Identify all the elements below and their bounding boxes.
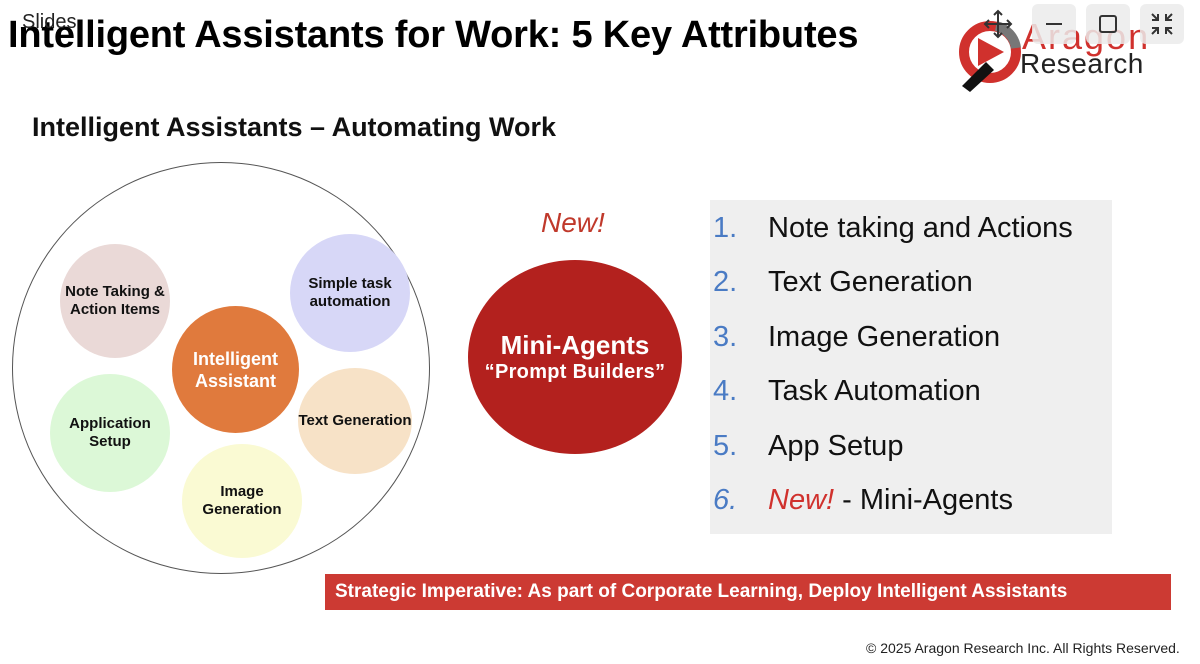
list-number: 4. <box>713 375 738 407</box>
copyright-text: © 2025 Aragon Research Inc. All Rights R… <box>866 640 1180 656</box>
logo-text-research: Research <box>1020 48 1144 79</box>
fullscreen-button[interactable] <box>1140 4 1184 44</box>
mini-agents-subtitle: “Prompt Builders” <box>484 361 666 383</box>
list-item: 4. Task Automation <box>710 375 1112 415</box>
list-text: New! - Mini-Agents <box>768 484 1013 517</box>
list-text: Note taking and Actions <box>768 212 1073 244</box>
slide-subtitle: Intelligent Assistants – Automating Work <box>32 112 557 142</box>
bubble-intelligent-assistant: Intelligent Assistant <box>172 306 299 433</box>
mini-agents-title: Mini-Agents <box>500 330 650 360</box>
list-item: 2. Text Generation <box>710 266 1112 306</box>
list-number: 3. <box>713 321 738 353</box>
minimize-icon <box>1046 23 1062 25</box>
move-button[interactable] <box>976 4 1020 44</box>
app-label: Slides <box>22 11 77 33</box>
list-item: 3. Image Generation <box>710 321 1112 361</box>
aragon-logo-mark <box>959 21 1021 92</box>
list-number: 2. <box>713 266 738 298</box>
list-text-rest: - Mini-Agents <box>834 484 1013 516</box>
strategic-imperative-banner: Strategic Imperative: As part of Corpora… <box>325 574 1171 610</box>
maximize-button[interactable] <box>1086 4 1130 44</box>
bubble-image-generation: Image Generation <box>182 444 302 558</box>
bubble-note-taking: Note Taking & Action Items <box>60 244 170 358</box>
list-text: Task Automation <box>768 375 981 407</box>
assistant-cluster-outline <box>12 162 430 574</box>
attribute-list: 1. Note taking and Actions 2. Text Gener… <box>710 200 1112 534</box>
list-new-label: New! <box>768 484 835 516</box>
window-controls <box>976 4 1194 46</box>
minimize-button[interactable] <box>1032 4 1076 44</box>
fullscreen-icon <box>1151 13 1173 35</box>
bubble-text-generation: Text Generation <box>298 368 412 474</box>
list-item: 6. New! - Mini-Agents <box>710 484 1112 524</box>
list-number: 1. <box>713 212 738 244</box>
list-text: App Setup <box>768 430 904 462</box>
list-item: 5. App Setup <box>710 430 1112 470</box>
list-text: Text Generation <box>768 266 973 298</box>
new-label: New! <box>541 207 605 238</box>
mini-agents-circle: Mini-Agents “Prompt Builders” <box>468 260 682 454</box>
list-number: 5. <box>713 430 738 462</box>
bubble-simple-task: Simple task automation <box>290 234 410 352</box>
list-text: Image Generation <box>768 321 1001 353</box>
move-icon <box>983 9 1013 39</box>
bubble-application-setup: Application Setup <box>50 374 170 492</box>
list-number: 6. <box>713 484 738 516</box>
slide-title: Intelligent Assistants for Work: 5 Key A… <box>8 14 859 56</box>
maximize-icon <box>1099 15 1117 33</box>
list-item: 1. Note taking and Actions <box>710 212 1112 252</box>
